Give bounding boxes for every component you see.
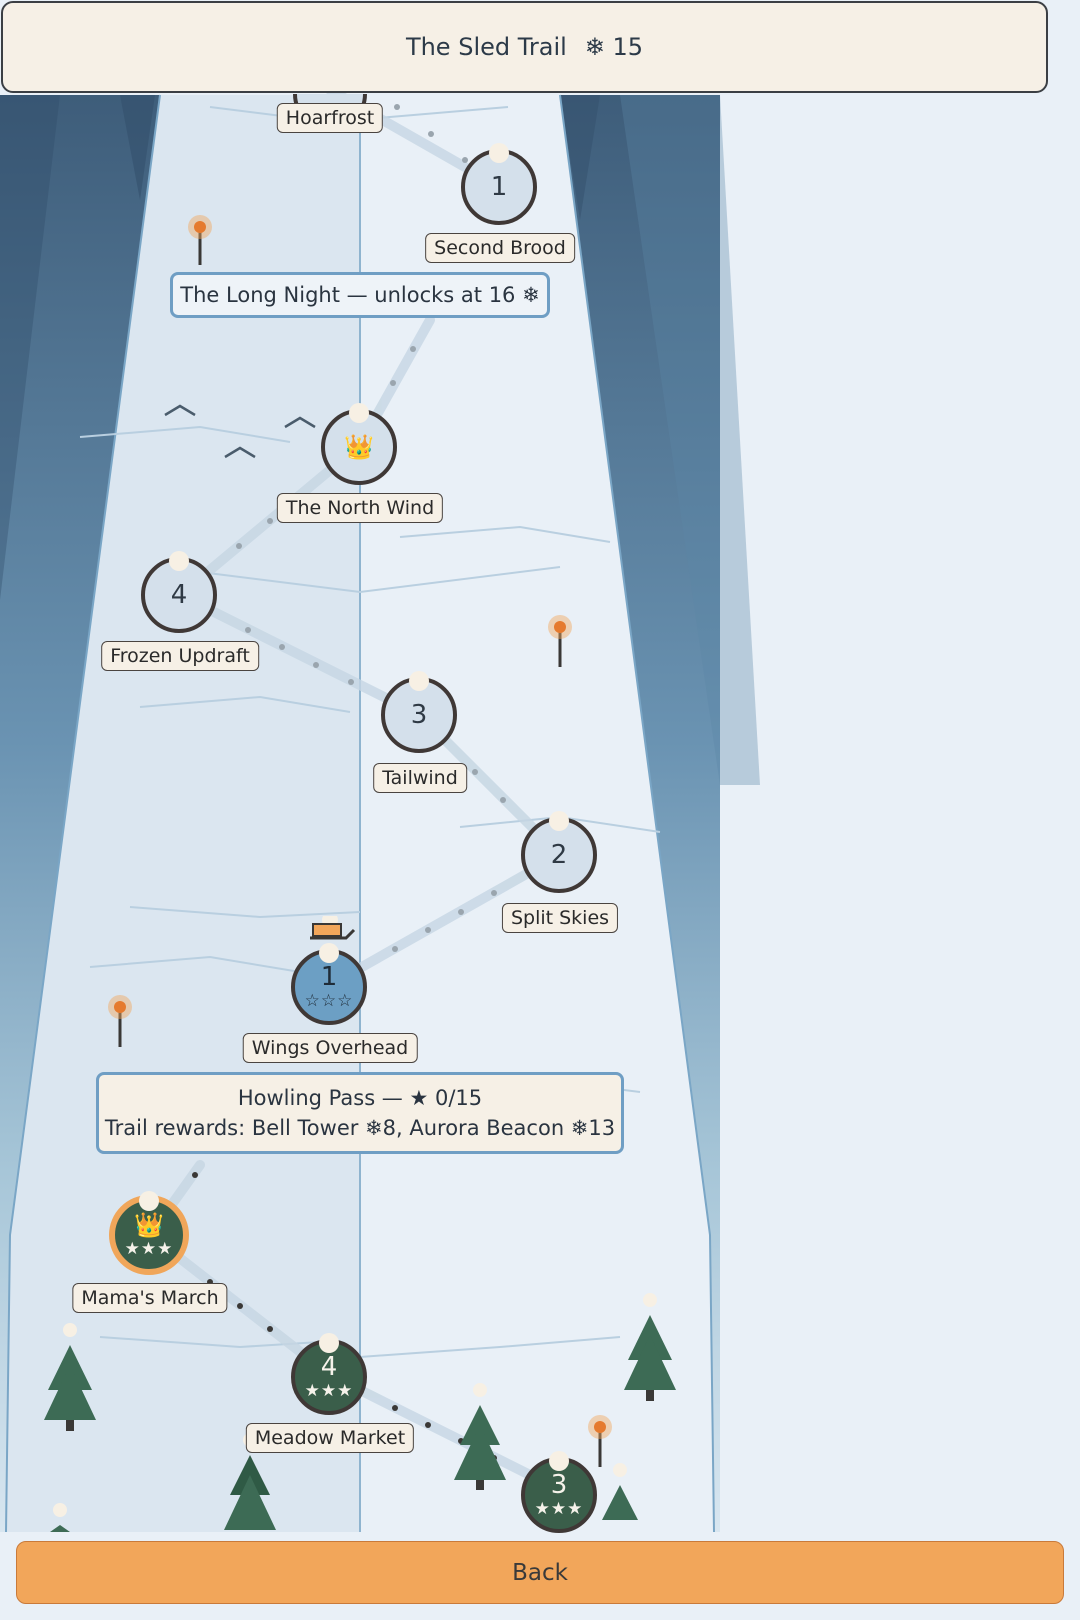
level-node-tailwind[interactable]: 3	[381, 671, 457, 753]
snowflake-counter: ❄ 15	[584, 33, 644, 61]
level-label-wings-overhead: Wings Overhead	[242, 1033, 418, 1063]
node-knob	[349, 403, 369, 423]
locked-section-text: The Long Night — unlocks at 16 ❄	[180, 283, 540, 307]
level-number: 4	[320, 1352, 338, 1382]
level-node-the-north-wind[interactable]: 👑	[321, 403, 397, 485]
level-node-split-skies[interactable]: 2	[521, 811, 597, 893]
node-knob	[549, 1451, 569, 1471]
star-rating: ★★★	[534, 1499, 584, 1519]
page-title: The Sled Trail	[405, 33, 567, 61]
level-label-hoarfrost: Hoarfrost	[276, 103, 384, 133]
level-number: 1	[490, 172, 508, 202]
level-node-second-brood[interactable]: 1	[461, 143, 537, 225]
back-button-label: Back	[512, 1559, 568, 1586]
back-button[interactable]: Back	[16, 1541, 1064, 1604]
section-info-panel: Howling Pass — ★ 0/15 Trail rewards: Bel…	[96, 1072, 624, 1154]
node-knob	[409, 671, 429, 691]
star-rating: ☆☆☆	[304, 991, 354, 1011]
level-node-bottom[interactable]: 3 ★★★	[521, 1451, 597, 1533]
node-knob	[319, 1333, 339, 1353]
section-rewards: Trail rewards: Bell Tower ❄8, Aurora Bea…	[104, 1116, 616, 1140]
level-node-mamas-march[interactable]: 👑 ★★★	[111, 1191, 187, 1273]
level-node-wings-overhead[interactable]: 1 ☆☆☆	[291, 943, 367, 1025]
node-knob	[139, 1191, 159, 1211]
level-node-meadow-market[interactable]: 4 ★★★	[291, 1333, 367, 1415]
level-label-split-skies: Split Skies	[501, 903, 619, 933]
level-number: 3	[550, 1470, 568, 1500]
locked-section-banner: The Long Night — unlocks at 16 ❄	[170, 272, 550, 318]
level-label-second-brood: Second Brood	[425, 233, 575, 263]
node-knob	[169, 551, 189, 571]
level-number: 2	[550, 840, 568, 870]
node-knob	[319, 943, 339, 963]
level-label-the-north-wind: The North Wind	[276, 493, 444, 523]
node-knob	[549, 811, 569, 831]
crown-icon: 👑	[344, 433, 374, 461]
level-label-mamas-march: Mama's March	[72, 1283, 228, 1313]
crown-icon: 👑	[134, 1211, 164, 1239]
sled-icon	[310, 916, 356, 940]
star-rating: ★★★	[304, 1381, 354, 1401]
node-knob	[489, 143, 509, 163]
level-label-frozen-updraft: Frozen Updraft	[101, 641, 259, 671]
section-title: Howling Pass — ★ 0/15	[237, 1086, 483, 1110]
level-label-meadow-market: Meadow Market	[245, 1423, 415, 1453]
level-label-tailwind: Tailwind	[373, 763, 467, 793]
level-node-frozen-updraft[interactable]: 4	[141, 551, 217, 633]
level-number: 3	[410, 700, 428, 730]
level-number: 1	[320, 962, 338, 992]
star-rating: ★★★	[124, 1239, 174, 1259]
level-number: 4	[170, 580, 188, 610]
top-bar: The Sled Trail ❄ 15	[1, 1, 1048, 93]
